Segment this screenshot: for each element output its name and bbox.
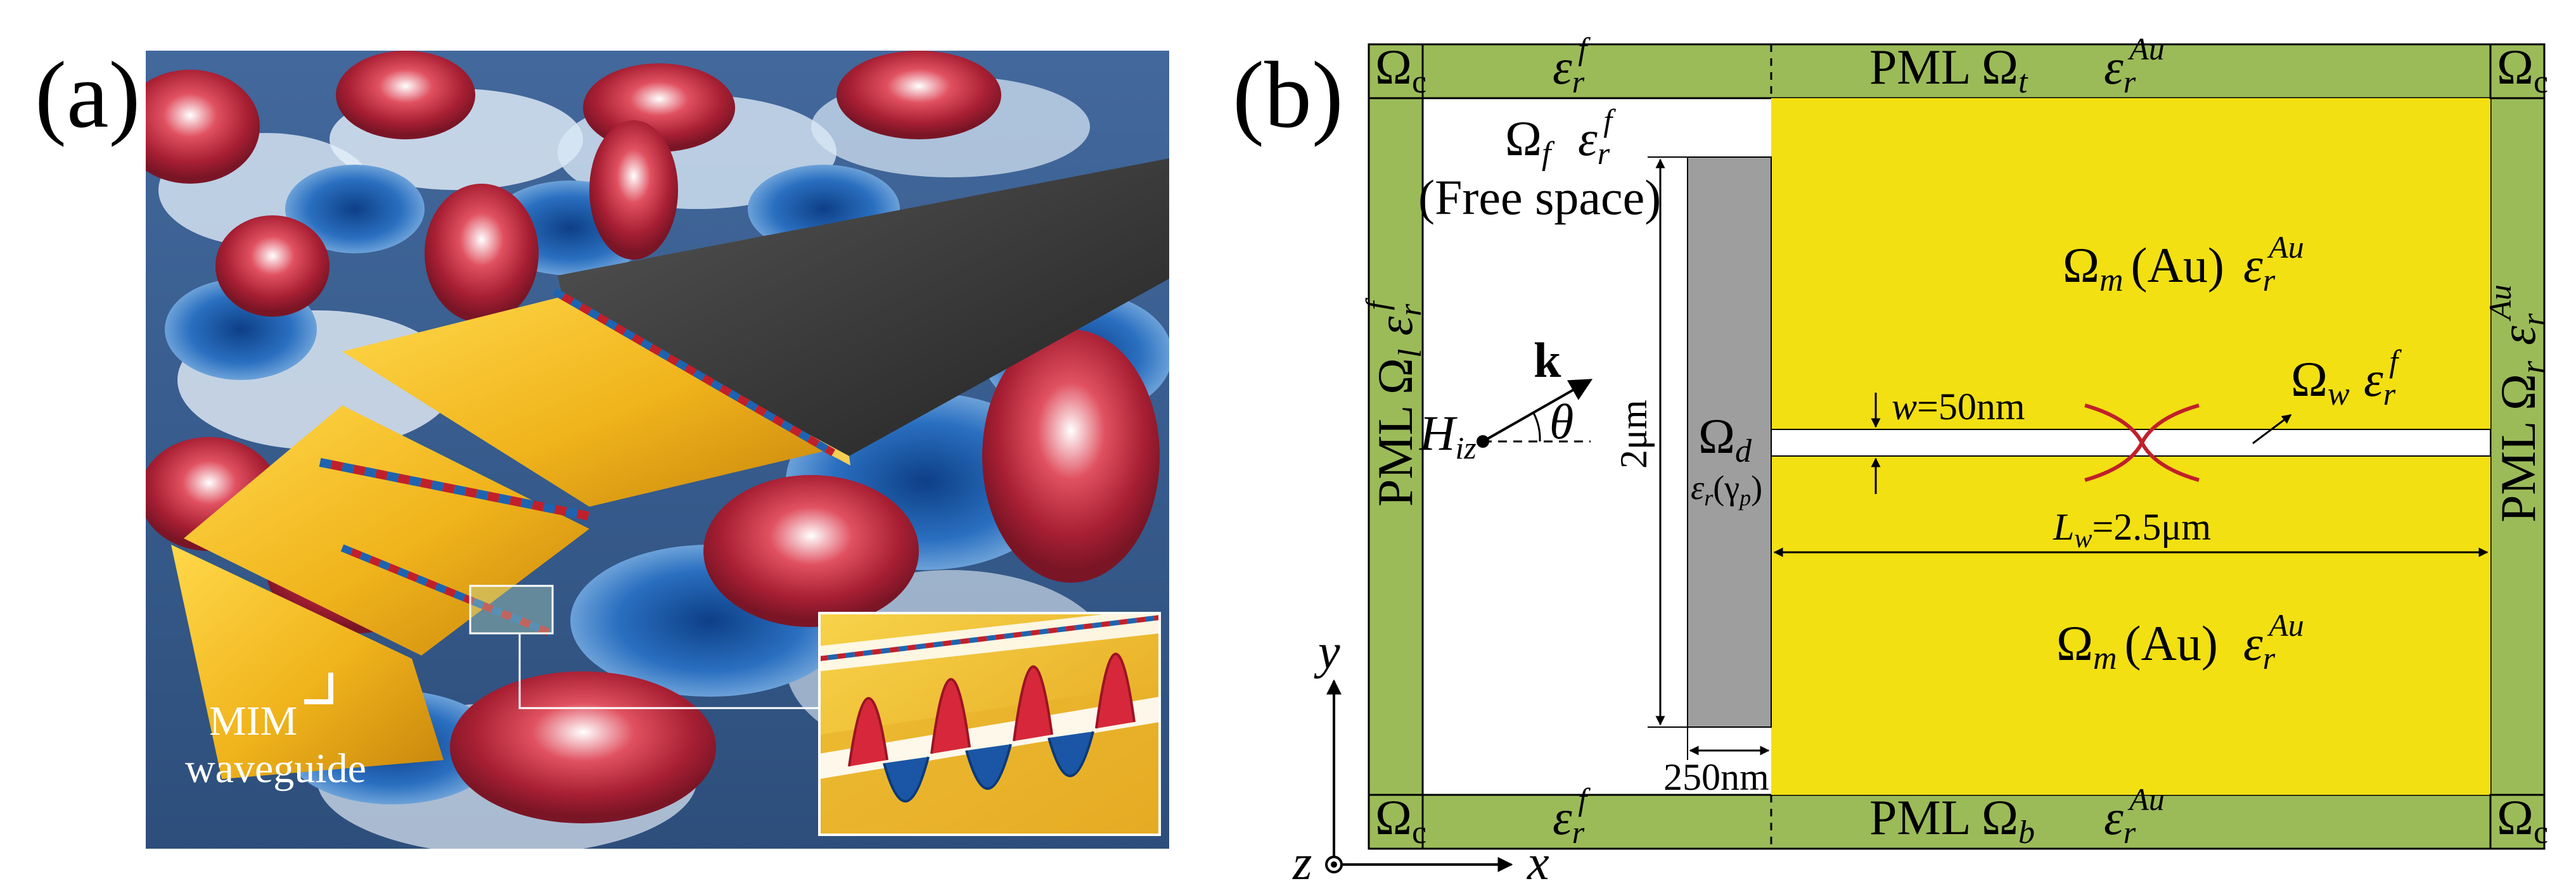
- corner-label-bottom-left: Ωc: [1375, 790, 1426, 851]
- free-space-caption: (Free space): [1418, 170, 1661, 225]
- dielectric-omega-label: Ωd: [1698, 409, 1752, 469]
- eps-au-metal-top: εrAu: [2243, 229, 2304, 298]
- panel-a-image: [146, 51, 1169, 849]
- metal-label-top: Ωm(Au): [2063, 238, 2224, 298]
- thickness-label: 250nm: [1663, 756, 1769, 798]
- pml-bottom-label: PML Ωb: [1869, 790, 2035, 851]
- eps-au-bottom: εrAu: [2104, 782, 2165, 850]
- waveguide-length-label: Lw=2.5μm: [2053, 506, 2211, 554]
- pml-right-label: PML Ωr: [2490, 360, 2551, 523]
- corner-label-top-right: Ωc: [2497, 39, 2548, 100]
- eps-au-metal-bottom: εrAu: [2243, 607, 2304, 676]
- gap-width-label: w=50nm: [1892, 386, 2025, 428]
- source-label: Hiz: [1419, 405, 1477, 466]
- panel-a-caption-waveguide: waveguide: [185, 745, 366, 792]
- pml-left-label: PML Ωl: [1368, 349, 1428, 507]
- corner-label-bottom-right: Ωc: [2497, 790, 2548, 851]
- z-axis-label: z: [1292, 835, 1312, 881]
- eps-au-right: εrAu: [2482, 284, 2551, 345]
- eps-au-top: εrAu: [2104, 31, 2165, 99]
- y-axis-label: y: [1314, 624, 1340, 679]
- k-vector-label: k: [1534, 333, 1561, 388]
- panel-a-inset: [818, 612, 1161, 836]
- pml-top-label: PML Ωt: [1869, 39, 2028, 100]
- waveguide-omega-label: Ωw: [2291, 352, 2350, 412]
- corner-label-top-left: Ωc: [1375, 39, 1426, 100]
- dielectric-region: [1687, 156, 1772, 728]
- panel-b-label: (b): [1233, 42, 1343, 148]
- metal-label-bottom: Ωm(Au): [2056, 616, 2218, 676]
- x-axis-label: x: [1527, 835, 1549, 881]
- eps-f-left: εrf: [1359, 298, 1428, 336]
- height-label: 2μm: [1613, 400, 1655, 469]
- waveguide-gap: [1771, 429, 2491, 457]
- theta-label: θ: [1549, 394, 1573, 449]
- dielectric-eps-label: εr(γp): [1691, 469, 1762, 510]
- panel-a-label: (a): [35, 42, 140, 148]
- panel-a-caption-mim: MIM: [209, 698, 297, 744]
- panel-b-diagram: [1325, 43, 2546, 873]
- k-vector-arrow: [1482, 379, 1593, 443]
